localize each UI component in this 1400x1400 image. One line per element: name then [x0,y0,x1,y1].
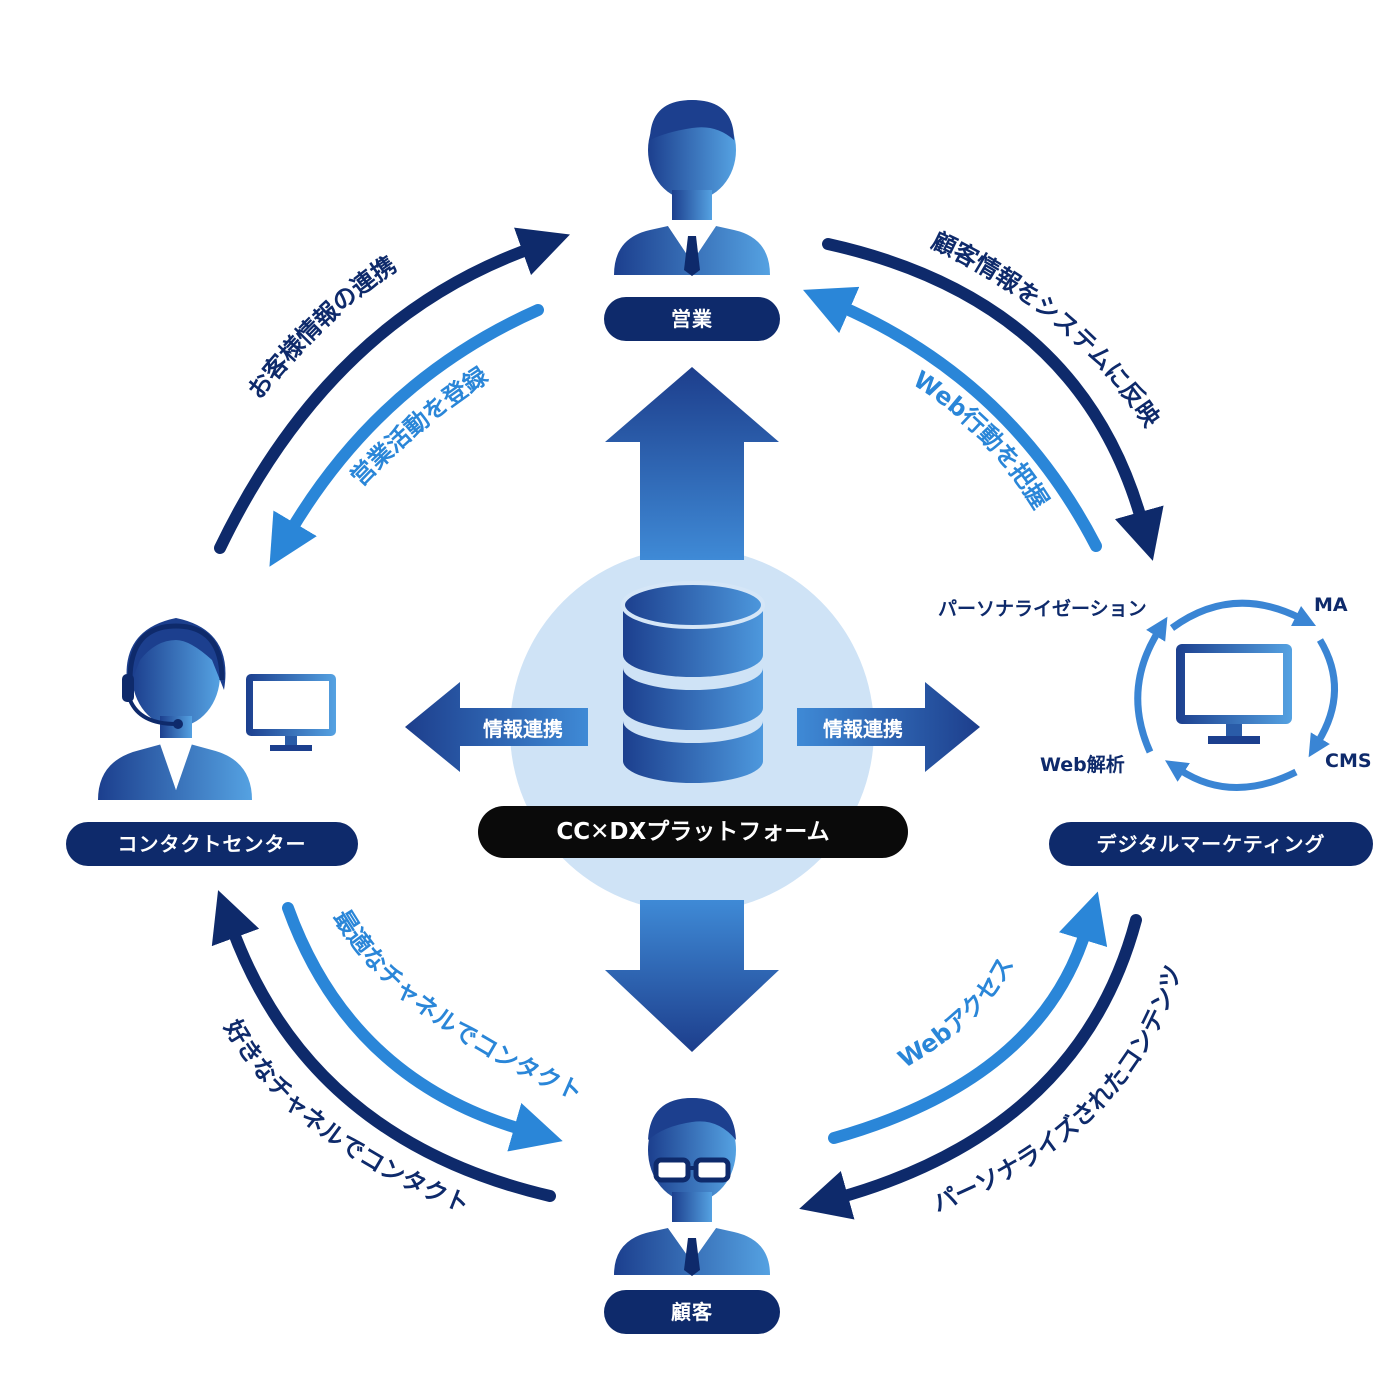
arrow-sales-to-cc [269,304,544,567]
flow-label-cc-to-sales: お客様情報の連携 [242,251,401,405]
businessman-icon [614,100,770,276]
down-arrow [605,900,779,1052]
monitor-icon [1176,644,1292,744]
dm-cycle [1134,599,1338,791]
info-link-right-label: 情報連携 [823,717,903,741]
up-arrow [605,367,779,560]
database-icon [621,581,765,783]
arrow-sales-to-dm [822,238,1164,561]
arrow-dm-to-sales [803,286,1102,552]
info-link-left-label: 情報連携 [483,717,563,741]
arrow-customer-to-cc [211,890,556,1202]
arrow-dm-to-customer [799,914,1142,1220]
cycle-label-personalization: パーソナライゼーション [938,598,1147,620]
headset-operator-icon [98,618,252,800]
cycle-label-cms: CMS [1325,750,1372,772]
node-label-digital-marketing: デジタルマーケティング [1049,822,1373,866]
glasses-person-icon [614,1098,770,1276]
right-arrow [797,682,980,772]
node-label-customer: 顧客 [604,1290,780,1334]
monitor-icon [246,674,336,751]
arrow-customer-to-dm [828,891,1108,1144]
arrow-cc-to-customer [282,902,563,1152]
platform-label: CC✕DXプラットフォーム [478,806,908,858]
flow-label-cc-to-customer: 最適なチャネルでコンタクト [328,905,587,1107]
left-arrow [405,682,588,772]
node-label-contact-center: コンタクトセンター [66,822,358,866]
node-label-sales: 営業 [604,297,780,341]
cycle-label-ma: MA [1314,594,1348,616]
flow-label-customer-to-cc: 好きなチャネルでコンタクト [218,1014,473,1219]
arrow-cc-to-sales [214,227,570,554]
cycle-label-web-analysis: Web解析 [1040,754,1125,776]
flow-label-dm-to-sales: Web行動を把握 [908,365,1054,513]
